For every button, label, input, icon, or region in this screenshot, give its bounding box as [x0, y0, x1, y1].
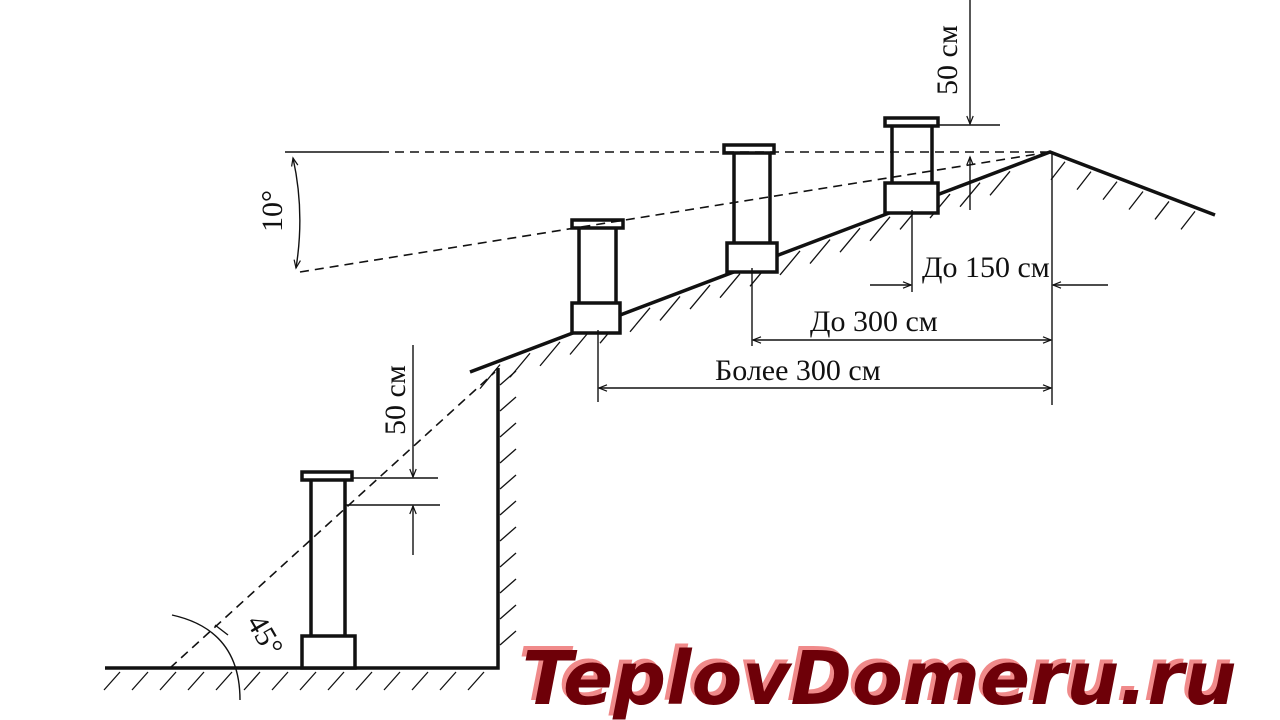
ground-and-wall	[105, 368, 500, 670]
hatch-mark	[499, 396, 517, 412]
top-50cm-label: 50 см	[931, 25, 964, 95]
hatch-mark	[499, 422, 517, 438]
hatch-mark	[187, 671, 205, 691]
hatch-mark	[499, 526, 517, 542]
hatch-mark	[509, 352, 531, 378]
hatch-mark	[659, 295, 681, 321]
guide-lines	[169, 151, 1051, 669]
hatch-mark	[629, 307, 651, 333]
hatch-mark	[1076, 171, 1092, 191]
hatch-mark	[499, 604, 517, 620]
roof-line	[469, 150, 1216, 374]
upto-300-label: До 300 см	[810, 305, 938, 338]
left-50cm-label: 50 см	[379, 365, 412, 435]
ground-hatching	[103, 161, 1196, 691]
hatch-mark	[243, 671, 261, 691]
ten-degree-line	[299, 151, 1051, 273]
site-logo: TeplovDomeru.ru	[522, 636, 1237, 720]
hatch-mark	[215, 671, 233, 691]
hatch-mark	[539, 341, 561, 367]
hatch-mark	[439, 671, 457, 691]
forty-five-degree-line	[169, 371, 496, 669]
hatch-mark	[467, 671, 485, 691]
hatch-mark	[411, 671, 429, 691]
hatch-mark	[839, 227, 861, 253]
hatch-mark	[1154, 201, 1170, 220]
angle-45-label: 45°	[240, 609, 290, 662]
hatch-mark	[499, 474, 517, 490]
dimension-lines	[171, 0, 1108, 701]
hatch-mark	[809, 239, 831, 264]
hatch-mark	[499, 448, 517, 464]
upto-150-label: До 150 см	[922, 251, 1050, 284]
chimney-1	[300, 470, 357, 670]
angle-10-label: 10°	[256, 190, 289, 232]
chimney-4	[883, 116, 940, 215]
hatch-mark	[1180, 210, 1196, 230]
hatch-mark	[1050, 161, 1066, 181]
hatch-mark	[299, 671, 317, 691]
hatch-mark	[779, 250, 801, 276]
hatch-mark	[271, 671, 289, 691]
hatch-mark	[383, 671, 401, 691]
over-300-label: Более 300 см	[715, 354, 881, 387]
hatch-mark	[499, 578, 517, 594]
hatch-mark	[1128, 191, 1144, 210]
hatch-mark	[869, 216, 891, 242]
hatch-mark	[1102, 181, 1118, 200]
chimney-3	[722, 143, 779, 274]
hatch-mark	[131, 671, 149, 691]
hatch-mark	[719, 273, 741, 299]
hatch-mark	[989, 170, 1011, 196]
hatch-mark	[499, 630, 517, 646]
logo-text: TeplovDomeru.ru	[522, 636, 1237, 720]
hatch-mark	[499, 500, 517, 516]
hatch-mark	[159, 671, 177, 691]
hatch-mark	[499, 552, 517, 568]
hatch-mark	[327, 671, 345, 691]
hatch-mark	[689, 284, 711, 310]
hatch-mark	[103, 671, 121, 691]
hatch-mark	[355, 671, 373, 691]
chimney-2	[570, 218, 625, 335]
